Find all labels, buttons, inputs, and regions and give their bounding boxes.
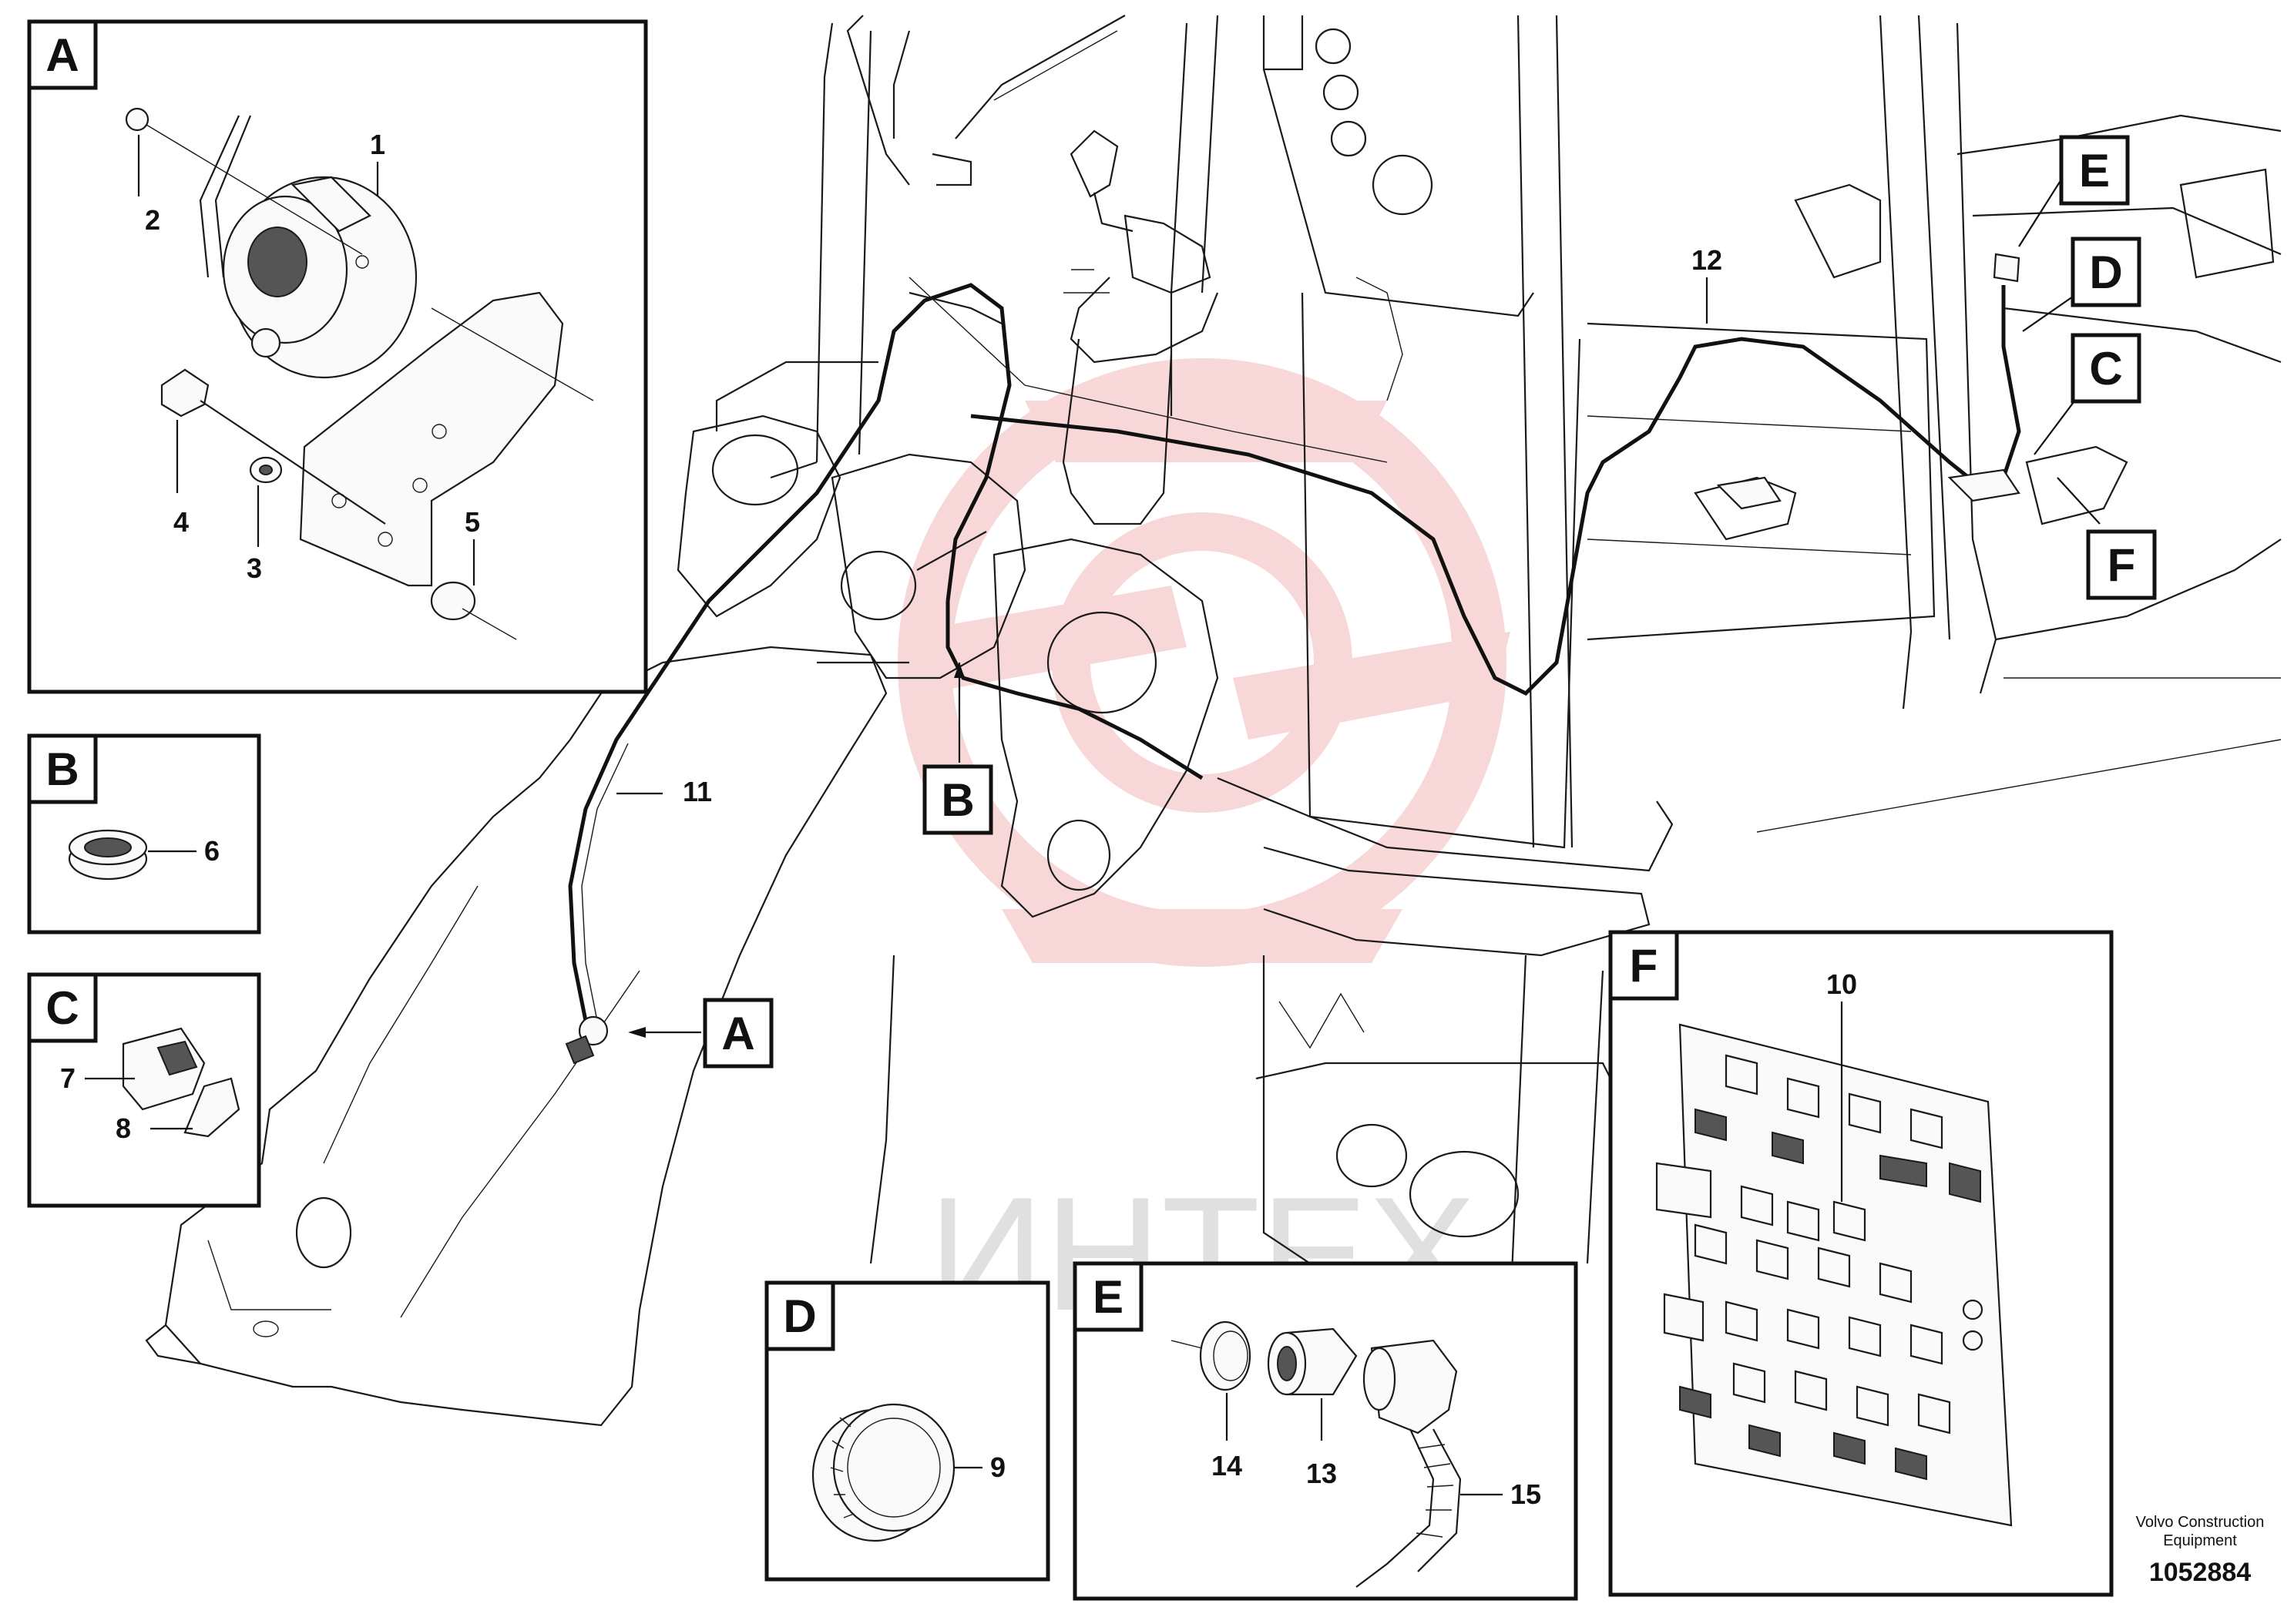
- svg-text:A: A: [45, 29, 79, 81]
- part-label-14: 14: [1211, 1450, 1242, 1481]
- svg-text:F: F: [2108, 539, 2136, 591]
- part-label-12: 12: [1691, 244, 1722, 276]
- detail-panel-a: A 1 2 3: [27, 19, 648, 694]
- detail-panel-f: F: [1608, 930, 2114, 1597]
- part-label-9: 9: [990, 1451, 1006, 1483]
- part-label-7: 7: [60, 1062, 76, 1094]
- svg-text:C: C: [45, 982, 79, 1034]
- callout-tag-d-main: D: [2071, 237, 2141, 307]
- part-label-13: 13: [1306, 1458, 1337, 1489]
- callout-tag-e-main: E: [2059, 135, 2130, 206]
- svg-text:E: E: [2079, 145, 2110, 196]
- callout-tag-a-main: A: [703, 998, 774, 1069]
- part-label-4: 4: [173, 506, 189, 538]
- wiring-harness-12: [909, 253, 2021, 696]
- detail-panel-d: D 9: [764, 1280, 1050, 1582]
- part-label-2: 2: [145, 204, 160, 236]
- drawing-number: 1052884: [2149, 1558, 2251, 1587]
- company-name-line-2: Equipment: [2163, 1532, 2237, 1549]
- part-label-15: 15: [1510, 1478, 1541, 1510]
- svg-text:B: B: [45, 743, 79, 795]
- callout-tag-f-main: F: [2086, 529, 2157, 600]
- part-label-8: 8: [116, 1112, 131, 1144]
- part-label-3: 3: [247, 552, 262, 584]
- svg-text:E: E: [1093, 1271, 1123, 1323]
- part-label-10: 10: [1826, 968, 1857, 1000]
- company-name-line-1: Volvo Construction: [2136, 1514, 2265, 1531]
- part-label-11: 11: [683, 776, 712, 807]
- svg-text:D: D: [783, 1290, 816, 1342]
- svg-text:C: C: [2089, 343, 2122, 394]
- callout-tag-b-main: B: [922, 764, 993, 835]
- detail-panel-b: B 6: [27, 733, 261, 934]
- main-view-leaders: [616, 173, 2101, 1038]
- svg-text:B: B: [941, 774, 974, 826]
- part-label-1: 1: [370, 129, 385, 160]
- svg-text:F: F: [1630, 940, 1658, 992]
- callout-tag-c-main: C: [2071, 333, 2141, 404]
- svg-text:A: A: [721, 1008, 754, 1059]
- detail-panel-c: C 7 8: [27, 972, 261, 1208]
- wiring-harness-11: [565, 283, 1204, 1065]
- svg-text:D: D: [2089, 247, 2122, 298]
- detail-panel-e: E 14 13 15: [1073, 1261, 1578, 1601]
- part-label-6: 6: [204, 835, 220, 867]
- part-label-5: 5: [465, 506, 480, 538]
- drawing-footer: Volvo Construction Equipment 1052884: [2136, 1514, 2265, 1587]
